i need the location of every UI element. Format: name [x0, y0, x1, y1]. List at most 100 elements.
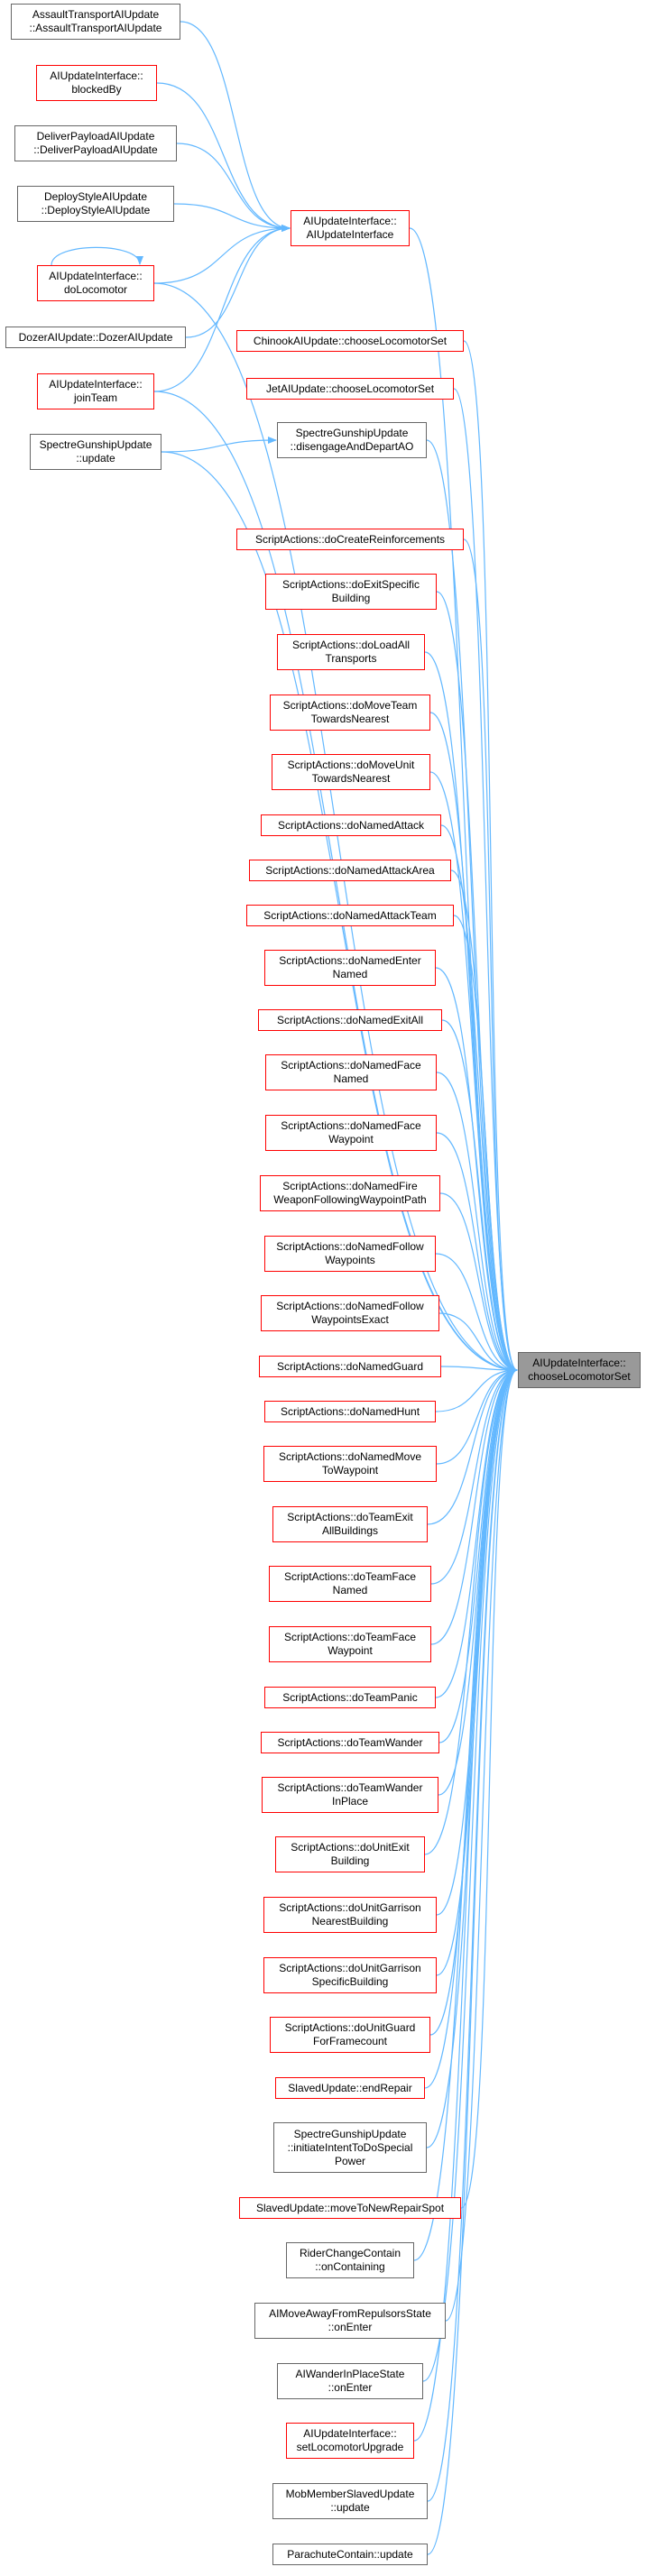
node-label-line: NearestBuilding — [311, 1915, 389, 1927]
node-label-line: ::onContaining — [315, 2260, 385, 2273]
node-label-line: AIUpdateInterface:: — [49, 378, 143, 391]
edge-aimoveaway-to-focus — [445, 1366, 518, 2322]
node-label-line: RiderChangeContain — [299, 2247, 401, 2259]
node-s1[interactable]: ScriptActions::doCreateReinforcements — [236, 529, 464, 550]
node-label-line: Building — [330, 1854, 370, 1867]
node-s6[interactable]: ScriptActions::doNamedAttack — [261, 814, 441, 836]
edge-dozer-to-aiupdateinterface — [185, 225, 291, 338]
node-s23[interactable]: ScriptActions::doTeamWander — [261, 1732, 439, 1753]
edge-s23-to-focus — [438, 1366, 518, 1743]
node-label-line: ::update — [76, 452, 115, 465]
node-label-line: ScriptActions::doUnitGarrison — [279, 1962, 421, 1974]
node-label-line: ::initiateIntentToDoSpecial — [287, 2140, 413, 2154]
node-label-line: AIMoveAwayFromRepulsorsState — [269, 2307, 431, 2320]
node-label-line: ::DeliverPayloadAIUpdate — [33, 143, 158, 156]
node-rider[interactable]: RiderChangeContain::onContaining — [286, 2242, 414, 2278]
edge-s22-to-focus — [435, 1366, 518, 1698]
node-parachute[interactable]: ParachuteContain::update — [272, 2544, 428, 2565]
edge-s16-to-focus — [440, 1366, 518, 1374]
edge-s1-to-focus — [463, 538, 518, 1374]
node-label-line: ScriptActions::doTeamWander — [277, 1735, 423, 1749]
node-assault[interactable]: AssaultTransportAIUpdate::AssaultTranspo… — [11, 4, 180, 40]
node-label-line: ::disengageAndDepartAO — [290, 440, 414, 453]
node-dolocomotor[interactable]: AIUpdateInterface::doLocomotor — [37, 265, 154, 301]
edge-blocked-to-aiupdateinterface — [156, 82, 291, 232]
node-setlocoupgrade[interactable]: AIUpdateInterface::setLocomotorUpgrade — [286, 2423, 414, 2459]
node-label-line: Named — [333, 1072, 369, 1085]
node-label-line: ::DeployStyleAIUpdate — [41, 204, 151, 216]
node-label-line: ScriptActions::doNamedFace — [281, 1119, 421, 1132]
node-s8[interactable]: ScriptActions::doNamedAttackTeam — [246, 905, 454, 926]
node-s10[interactable]: ScriptActions::doNamedExitAll — [258, 1009, 442, 1031]
node-label-line: ScriptActions::doLoadAll — [291, 639, 411, 651]
node-label-line: ::update — [330, 2501, 370, 2514]
node-label-line: ForFramecount — [312, 2035, 388, 2047]
edge-slaved_move-to-focus — [460, 1366, 518, 2209]
edge-spectre_update-to-spectre_disengage — [161, 437, 277, 453]
node-label-line: ScriptActions::doNamedFollow — [276, 1240, 424, 1253]
node-s16[interactable]: ScriptActions::doNamedGuard — [259, 1356, 441, 1377]
node-slaved-move[interactable]: SlavedUpdate::moveToNewRepairSpot — [239, 2197, 461, 2219]
node-blocked[interactable]: AIUpdateInterface::blockedBy — [36, 65, 157, 101]
node-label-line: Named — [332, 968, 368, 980]
node-s17[interactable]: ScriptActions::doNamedHunt — [264, 1401, 436, 1422]
edge-spectre_disengage-to-focus — [426, 439, 518, 1374]
node-slaved-end[interactable]: SlavedUpdate::endRepair — [275, 2077, 425, 2099]
node-label-line: AIWanderInPlaceState — [295, 2368, 405, 2380]
node-label-line: AIUpdateInterface:: — [49, 270, 143, 282]
node-chinook[interactable]: ChinookAIUpdate::chooseLocomotorSet — [236, 330, 464, 352]
node-jointeam[interactable]: AIUpdateInterface::joinTeam — [37, 373, 154, 409]
node-label-line: joinTeam — [73, 391, 118, 404]
node-s22[interactable]: ScriptActions::doTeamPanic — [264, 1687, 436, 1708]
node-deploy[interactable]: DeployStyleAIUpdate::DeployStyleAIUpdate — [17, 186, 174, 222]
node-label-line: AIUpdateInterface — [306, 228, 394, 241]
node-jet[interactable]: JetAIUpdate::chooseLocomotorSet — [246, 378, 454, 400]
node-label-line: Building — [331, 592, 371, 604]
node-label-line: SlavedUpdate::moveToNewRepairSpot — [255, 2201, 445, 2214]
node-spectre-update[interactable]: SpectreGunshipUpdate::update — [30, 434, 162, 470]
node-label-line: ScriptActions::doExitSpecific — [281, 578, 420, 591]
node-label-line: ::onEnter — [328, 2381, 373, 2394]
node-dozer[interactable]: DozerAIUpdate::DozerAIUpdate — [5, 327, 186, 348]
node-label-line: AIUpdateInterface:: — [50, 69, 143, 82]
node-label-line: ScriptActions::doNamedFace — [281, 1059, 421, 1072]
node-label-line: TowardsNearest — [310, 713, 390, 725]
node-deliver[interactable]: DeliverPayloadAIUpdate::DeliverPayloadAI… — [14, 125, 177, 161]
edge-jointeam-to-aiupdateinterface — [153, 225, 291, 392]
edge-s25-to-focus — [424, 1366, 518, 1855]
node-label-line: AllBuildings — [321, 1524, 379, 1537]
node-s7[interactable]: ScriptActions::doNamedAttackArea — [249, 860, 451, 881]
node-aiwander[interactable]: AIWanderInPlaceState::onEnter — [277, 2363, 423, 2399]
node-aimoveaway[interactable]: AIMoveAwayFromRepulsorsState::onEnter — [254, 2303, 446, 2339]
node-label-line: DeliverPayloadAIUpdate — [36, 130, 155, 143]
node-label-line: ScriptActions::doMoveTeam — [282, 699, 418, 712]
node-label-line: ScriptActions::doNamedGuard — [276, 1359, 424, 1373]
node-label-line: ScriptActions::doNamedAttackArea — [265, 863, 435, 877]
node-aiupdateinterface[interactable]: AIUpdateInterface::AIUpdateInterface — [291, 210, 410, 246]
edge-s10-to-focus — [441, 1019, 518, 1374]
node-spectre-disengage[interactable]: SpectreGunshipUpdate::disengageAndDepart… — [277, 422, 427, 458]
node-spectre-intent[interactable]: SpectreGunshipUpdate::initiateIntentToDo… — [273, 2122, 427, 2173]
node-focus: AIUpdateInterface::chooseLocomotorSet — [518, 1352, 641, 1388]
node-label-line: WeaponFollowingWaypointPath — [273, 1193, 427, 1206]
node-mobmember[interactable]: MobMemberSlavedUpdate::update — [272, 2483, 428, 2519]
